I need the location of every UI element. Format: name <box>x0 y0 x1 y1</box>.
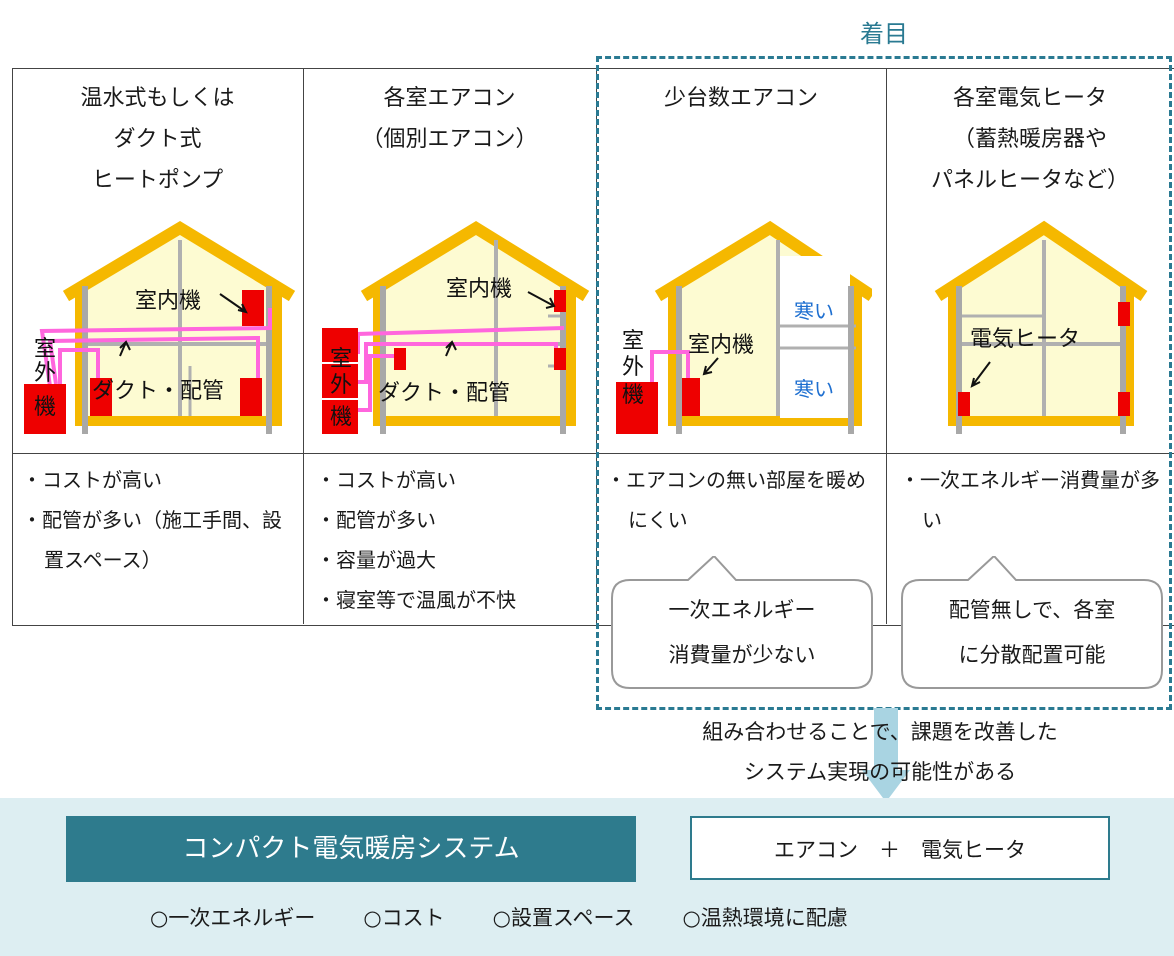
heater-unit <box>1118 392 1130 416</box>
outdoor-unit <box>322 328 358 362</box>
callout-bubble-few-aircon <box>611 556 873 689</box>
benefit-item: ○温熱環境に配慮 <box>682 906 848 930</box>
indoor-unit <box>90 378 112 416</box>
outdoor-unit <box>322 364 358 398</box>
duct-label: ダクト・配管 <box>92 378 224 403</box>
indoor-unit-label: 室内機 <box>446 276 512 301</box>
column-title-electric-heater: 各室電気ヒータ （蓄熱暖房器や パネルヒータなど） <box>930 86 1129 193</box>
benefit-item: ○コスト <box>363 906 445 930</box>
indoor-unit <box>240 378 262 416</box>
heater-label: 電気ヒータ <box>970 326 1080 351</box>
issue-item: コストが高い <box>316 460 592 500</box>
column-title-few-aircon: 少台数エアコン <box>663 86 818 111</box>
issue-item: エアコンの無い部屋を暖めにくい <box>606 460 880 540</box>
issues-list-few-aircon: エアコンの無い部屋を暖めにくい <box>606 460 880 540</box>
issue-item: 一次エネルギー消費量が多い <box>900 460 1162 540</box>
indoor-unit <box>394 348 406 370</box>
outdoor-unit-label-3: 機 <box>330 404 352 429</box>
cold-room-label-upper: 寒い <box>794 300 834 323</box>
comparison-table <box>12 68 1174 626</box>
house-diagram-per-room-aircon: 室内機 ダクト・配管 室 外 機 <box>322 220 590 434</box>
issues-list-electric-heater: 一次エネルギー消費量が多い <box>900 460 1162 540</box>
outdoor-unit-label-3: 機 <box>34 394 56 419</box>
heater-unit <box>1118 302 1130 326</box>
focus-label: 着目 <box>860 20 908 48</box>
indoor-unit <box>554 348 566 370</box>
outdoor-unit <box>322 400 358 434</box>
indoor-unit <box>554 290 566 312</box>
indoor-unit-label: 室内機 <box>135 288 201 313</box>
outdoor-unit <box>616 382 658 434</box>
benefit-item: ○設置スペース <box>492 906 635 930</box>
column-divider <box>886 68 887 624</box>
column-title-hydronic-heatpump: 温水式もしくは ダクト式 ヒートポンプ <box>80 86 235 193</box>
callout-text-electric-heater: 配管無しで、各室 に分散配置可能 <box>948 598 1116 667</box>
formula-box: エアコン ＋ 電気ヒータ <box>690 816 1110 880</box>
cold-room-label-lower: 寒い <box>794 378 834 401</box>
issue-item: 容量が過大 <box>316 540 592 580</box>
column-title-per-room-aircon: 各室エアコン （個別エアコン） <box>361 86 538 152</box>
issue-item: 寝室等で温風が不快 <box>316 580 592 620</box>
outdoor-unit-label-2: 外 <box>330 372 352 397</box>
benefit-item: ○一次エネルギー <box>150 906 316 930</box>
indoor-unit <box>682 378 700 416</box>
issues-list-hydronic: コストが高い 配管が多い（施工手間、設置スペース） <box>22 460 298 580</box>
outdoor-unit <box>24 384 66 434</box>
issue-item: 配管が多い（施工手間、設置スペース） <box>22 500 298 580</box>
indoor-unit-label: 室内機 <box>688 332 754 357</box>
callout-bubble-electric-heater <box>901 556 1163 689</box>
callout-text-few-aircon: 一次エネルギー 消費量が少ない <box>668 598 816 667</box>
indoor-unit <box>242 290 264 326</box>
issues-list-per-room-aircon: コストが高い 配管が多い 容量が過大 寝室等で温風が不快 <box>316 460 592 620</box>
outdoor-unit-label-3: 機 <box>622 382 644 407</box>
outdoor-unit-label-1: 室 <box>622 328 644 353</box>
heater-unit <box>958 392 970 416</box>
outdoor-unit-label-1: 室 <box>34 336 56 361</box>
combine-caption: 組み合わせることで、課題を改善した システム実現の可能性がある <box>702 720 1058 784</box>
issue-item: 配管が多い <box>316 500 592 540</box>
duct-label: ダクト・配管 <box>378 380 510 405</box>
house-diagram-electric-heater: 電気ヒータ <box>934 220 1148 434</box>
house-diagram-hydronic: 室内機 ダクト・配管 室 外 機 <box>24 220 296 434</box>
down-arrow <box>862 708 910 802</box>
row-divider <box>12 453 1174 454</box>
benefits-list: ○一次エネルギー ○コスト ○設置スペース ○温熱環境に配慮 <box>150 903 1050 933</box>
column-divider <box>303 68 304 624</box>
system-name-box: コンパクト電気暖房システム <box>66 816 636 882</box>
outdoor-unit-label-2: 外 <box>34 360 56 385</box>
house-diagram-few-aircon: 室内機 寒い 寒い 室 外 機 <box>616 220 872 434</box>
outdoor-unit-label-1: 室 <box>330 346 352 371</box>
outdoor-unit-label-2: 外 <box>622 354 644 379</box>
issue-item: コストが高い <box>22 460 298 500</box>
